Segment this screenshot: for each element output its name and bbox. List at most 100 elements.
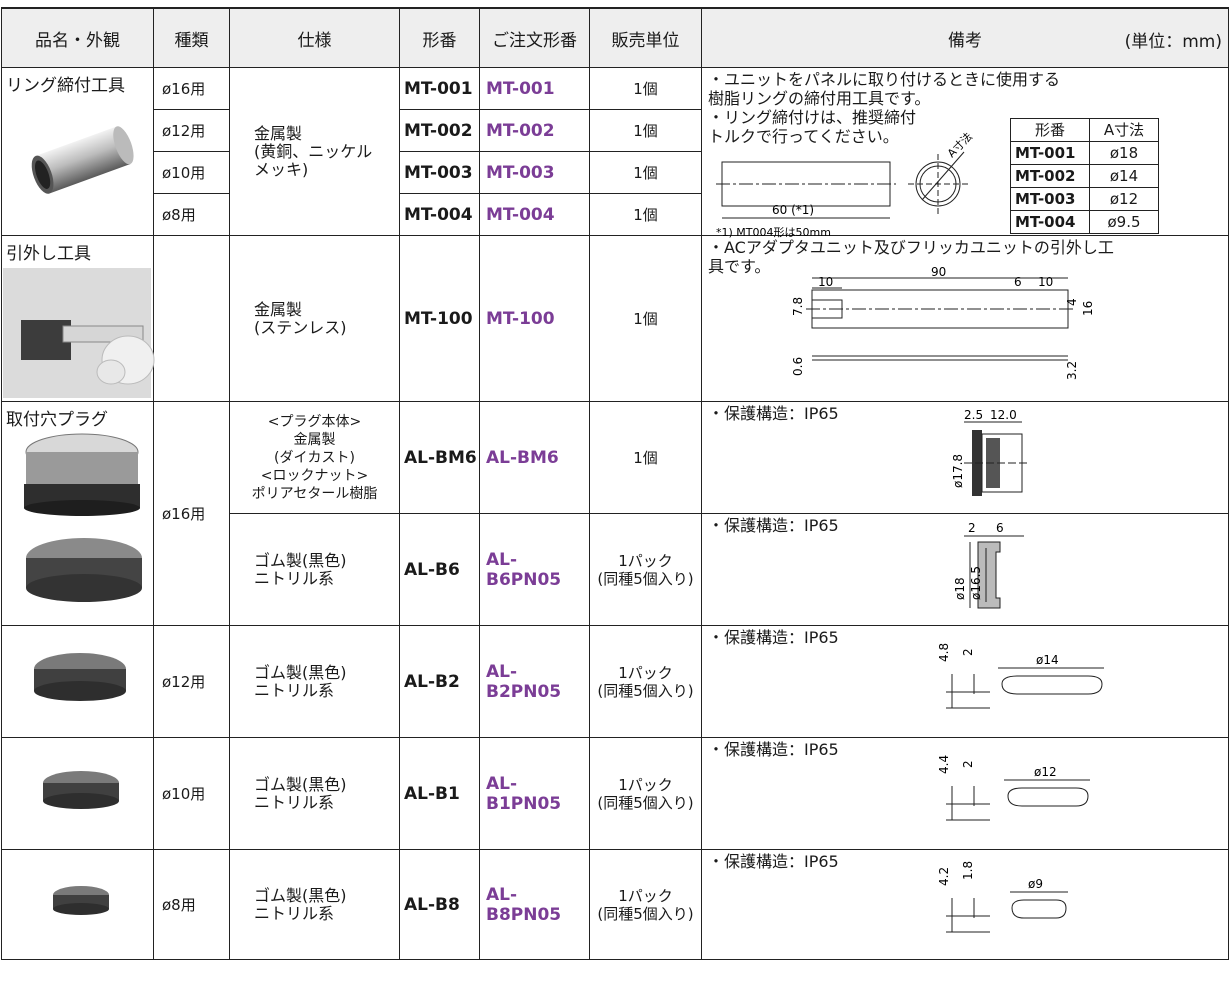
remark-text: ・保護構造：IP65 bbox=[708, 628, 839, 647]
model-cell: MT-002 bbox=[399, 109, 480, 152]
table-row: リング締付工具 ø16用 金属製 (黄銅、ニッケル メッキ) MT-001 MT… bbox=[1, 67, 1229, 239]
mini-cell: MT-002 bbox=[1010, 164, 1090, 188]
remark-text: ・保護構造：IP65 bbox=[708, 516, 839, 535]
model-cell: AL-BM6 bbox=[399, 401, 480, 514]
dim-label: 2 bbox=[968, 521, 976, 535]
order-cell[interactable]: AL-B2PN05 bbox=[479, 625, 590, 738]
plug-metal-photo bbox=[24, 433, 140, 516]
dim-label: 2.5 bbox=[964, 408, 983, 422]
dim-label: 4.8 bbox=[937, 643, 951, 662]
order-cell[interactable]: AL-BM6 bbox=[479, 401, 590, 514]
dim-label: 4.2 bbox=[937, 867, 951, 886]
spec-cell: ゴム製(黒色) ニトリル系 bbox=[229, 849, 400, 960]
unit-cell: 1個 bbox=[589, 401, 702, 514]
spec-cell: ゴム製(黒色) ニトリル系 bbox=[229, 625, 400, 738]
remark-b1: ・保護構造：IP65 4.4 2 ø12 bbox=[701, 737, 1229, 850]
type-cell: ø8用 bbox=[153, 193, 230, 236]
order-cell[interactable]: MT-002 bbox=[479, 109, 590, 152]
model-cell: AL-B1 bbox=[399, 737, 480, 850]
table-row: ø10用 ゴム製(黒色) ニトリル系 AL-B1 AL-B1PN05 1パック … bbox=[1, 737, 1229, 850]
unit-cell: 1個 bbox=[589, 193, 702, 236]
puller-drawing: 90 10 6 10 4 16 7.8 0.6 3.2 bbox=[791, 265, 1095, 380]
dim-label: 2 bbox=[961, 648, 975, 656]
type-cell: ø10用 bbox=[153, 737, 230, 850]
plug-rubber-photo bbox=[53, 886, 109, 915]
model-cell: AL-B6 bbox=[399, 513, 480, 626]
b8-drawing: 4.2 1.8 ø9 bbox=[937, 861, 1068, 933]
bm6-drawing: 2.5 12.0 ø17.8 bbox=[951, 408, 1028, 496]
header-model: 形番 bbox=[399, 7, 480, 68]
header-name: 品名・外観 bbox=[1, 7, 154, 68]
order-cell[interactable]: AL-B8PN05 bbox=[479, 849, 590, 960]
mini-cell: MT-001 bbox=[1010, 141, 1090, 165]
group-plug: 取付穴プラグ bbox=[1, 401, 154, 626]
mini-header: 形番 bbox=[1010, 118, 1090, 142]
header-order: ご注文形番 bbox=[479, 7, 590, 68]
product-table: 品名・外観 種類 仕様 形番 ご注文形番 販売単位 備考(単位：mm) リング締… bbox=[1, 7, 1229, 960]
unit-cell: 1個 bbox=[589, 67, 702, 110]
type-cell: ø12用 bbox=[153, 625, 230, 738]
spec-cell: 金属製 (黄銅、ニッケル メッキ) bbox=[229, 67, 400, 236]
mini-cell: ø12 bbox=[1089, 187, 1159, 211]
header-remarks: 備考(単位：mm) bbox=[701, 7, 1229, 68]
dim-label: ø17.8 bbox=[951, 454, 965, 488]
remark-b2: ・保護構造：IP65 4.8 2 ø14 bbox=[701, 625, 1229, 738]
unit-cell: 1パック (同種5個入り) bbox=[589, 513, 702, 626]
header-unit-note: (単位：mm) bbox=[1124, 32, 1222, 52]
unit-cell: 1パック (同種5個入り) bbox=[589, 625, 702, 738]
order-cell[interactable]: MT-100 bbox=[479, 235, 590, 402]
header-spec: 仕様 bbox=[229, 7, 400, 68]
plug-rubber-photo bbox=[26, 538, 142, 602]
spec-cell: <プラグ本体> 金属製 (ダイカスト) <ロックナット> ポリアセタール樹脂 bbox=[229, 401, 400, 514]
unit-cell: 1パック (同種5個入り) bbox=[589, 849, 702, 960]
type-cell: ø10用 bbox=[153, 151, 230, 194]
remark-b6: ・保護構造：IP65 2 6 ø18 ø16.5 bbox=[701, 513, 1229, 626]
model-cell: AL-B2 bbox=[399, 625, 480, 738]
mini-cell: MT-004 bbox=[1010, 210, 1090, 234]
order-cell[interactable]: MT-004 bbox=[479, 193, 590, 236]
dim-label: 7.8 bbox=[791, 297, 805, 316]
table-row: ゴム製(黒色) ニトリル系 AL-B6 AL-B6PN05 1パック (同種5個… bbox=[2, 513, 1229, 626]
dim-label: 90 bbox=[931, 265, 946, 279]
unit-cell: 1個 bbox=[589, 151, 702, 194]
order-cell[interactable]: AL-B1PN05 bbox=[479, 737, 590, 850]
remark-text: ・ユニットをパネルに取り付けるときに使用する 樹脂リングの締付用工具です。 bbox=[708, 70, 1061, 108]
table-row: ø8用 ゴム製(黒色) ニトリル系 AL-B8 AL-B8PN05 1パック (… bbox=[1, 849, 1229, 960]
dim-label: 2 bbox=[961, 760, 975, 768]
remark-text: ・保護構造：IP65 bbox=[708, 404, 839, 423]
model-cell: MT-100 bbox=[399, 235, 480, 402]
remark-text: ・保護構造：IP65 bbox=[708, 852, 839, 871]
dim-label: ø16.5 bbox=[969, 566, 983, 600]
dim-label: 3.2 bbox=[1065, 361, 1079, 380]
ring-tool-photo bbox=[31, 126, 134, 194]
dim-label: 10 bbox=[818, 275, 833, 289]
model-cell: MT-003 bbox=[399, 151, 480, 194]
unit-cell: 1個 bbox=[589, 235, 702, 402]
mini-cell: ø9.5 bbox=[1089, 210, 1159, 234]
model-cell: MT-004 bbox=[399, 193, 480, 236]
group-ring-tool: リング締付工具 bbox=[1, 67, 154, 236]
order-cell[interactable]: MT-001 bbox=[479, 67, 590, 110]
table-row: ø8用 MT-004 MT-004 1個 bbox=[2, 193, 1229, 236]
b1-drawing: 4.4 2 ø12 bbox=[937, 755, 1090, 821]
dim-label: ø18 bbox=[953, 577, 967, 600]
unit-cell: 1パック (同種5個入り) bbox=[589, 737, 702, 850]
dim-label: 4 bbox=[1065, 298, 1079, 306]
remark-puller: ・ACアダプタユニット及びフリッカユニットの引外し工 具です。 90 10 6 … bbox=[701, 235, 1229, 402]
dim-label: ø9 bbox=[1028, 877, 1043, 891]
dim-label: 12.0 bbox=[990, 408, 1017, 422]
group-label: 取付穴プラグ bbox=[6, 410, 108, 430]
order-cell[interactable]: MT-003 bbox=[479, 151, 590, 194]
dim-label: 6 bbox=[996, 521, 1004, 535]
dim-label: ø14 bbox=[1036, 653, 1059, 667]
order-cell[interactable]: AL-B6PN05 bbox=[479, 513, 590, 626]
dim-label: 4.4 bbox=[937, 755, 951, 774]
mini-header: A寸法 bbox=[1089, 118, 1159, 142]
remark-bm6: ・保護構造：IP65 2.5 12.0 ø17.8 bbox=[701, 401, 1229, 514]
group-puller: 引外し工具 bbox=[1, 235, 155, 402]
ring-tool-drawing: 60 (*1) *1) MT004形は50mm A寸法 bbox=[716, 129, 975, 239]
spec-cell: ゴム製(黒色) ニトリル系 bbox=[229, 513, 400, 626]
plug-photo-cell bbox=[1, 849, 154, 960]
table-row: 取付穴プラグ ø16用 <プラグ本体> 金属製 (ダイカスト) <ロックナット>… bbox=[1, 401, 1229, 626]
group-label: リング締付工具 bbox=[6, 76, 125, 96]
